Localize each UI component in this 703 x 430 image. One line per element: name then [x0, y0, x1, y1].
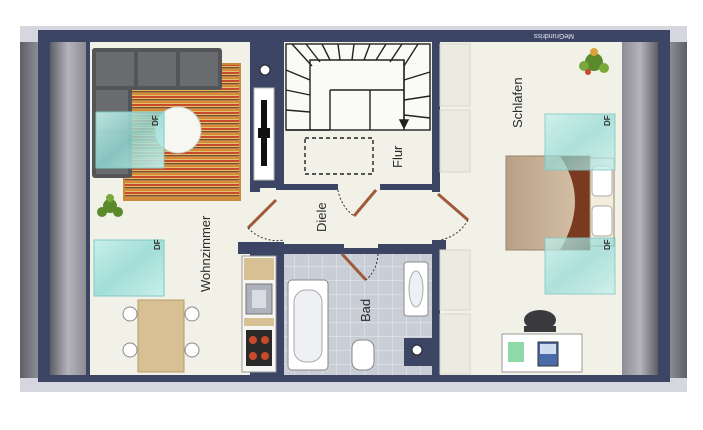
kneewall-segments	[439, 43, 471, 375]
wall-flur-bottom-left	[276, 184, 338, 190]
tv-unit	[253, 87, 275, 181]
room-label-bad: Bad	[358, 299, 373, 322]
desk	[501, 333, 583, 373]
plant-wohnzimmer	[97, 194, 123, 217]
wall-bad-right	[432, 244, 440, 375]
bed	[505, 155, 615, 251]
plant-schlafen	[579, 48, 609, 75]
washbasin	[403, 261, 429, 317]
skylight-label: DF	[151, 115, 160, 126]
dining-chairs	[122, 306, 200, 358]
toilet	[351, 339, 375, 371]
bath-vent	[411, 344, 423, 356]
staircase	[285, 43, 431, 131]
doors	[246, 189, 469, 282]
wall-stair-right	[432, 42, 440, 192]
room-label-schlafen: Schlafen	[510, 77, 525, 128]
office-chair	[524, 310, 556, 332]
wall-right-lower	[432, 240, 446, 250]
skylight-wohnzimmer-top	[95, 111, 165, 169]
skylight-schlafen-bottom	[544, 237, 616, 295]
wall-left-lower	[238, 242, 282, 254]
room-label-flur: Flur	[390, 145, 405, 168]
skylight-label: DF	[603, 115, 612, 126]
skylight-label: DF	[153, 239, 162, 250]
chimney-vent	[259, 64, 271, 76]
room-label-diele: Diele	[314, 202, 329, 232]
room-label-wohnzimmer: Wohnzimmer	[198, 215, 213, 292]
wall-flur-bottom-right	[380, 184, 438, 190]
kitchenette	[241, 255, 277, 373]
dining-table	[137, 299, 185, 373]
skylight-schlafen-top	[544, 113, 616, 171]
roof-slope-left-inner	[50, 42, 86, 375]
wall-bad-left	[276, 242, 284, 375]
watermark: MeGrundriss	[533, 32, 574, 39]
bathtub	[287, 279, 329, 371]
wall-bad-top-left	[276, 244, 344, 254]
diele-floor	[250, 188, 438, 248]
wall-bad-top-right	[378, 244, 440, 254]
skylight-label: DF	[603, 239, 612, 250]
roof-slope-right-inner	[622, 42, 658, 375]
wall-stair-left	[276, 42, 284, 188]
stair-opening	[304, 137, 374, 175]
skylight-wohnzimmer-bottom	[93, 239, 165, 297]
